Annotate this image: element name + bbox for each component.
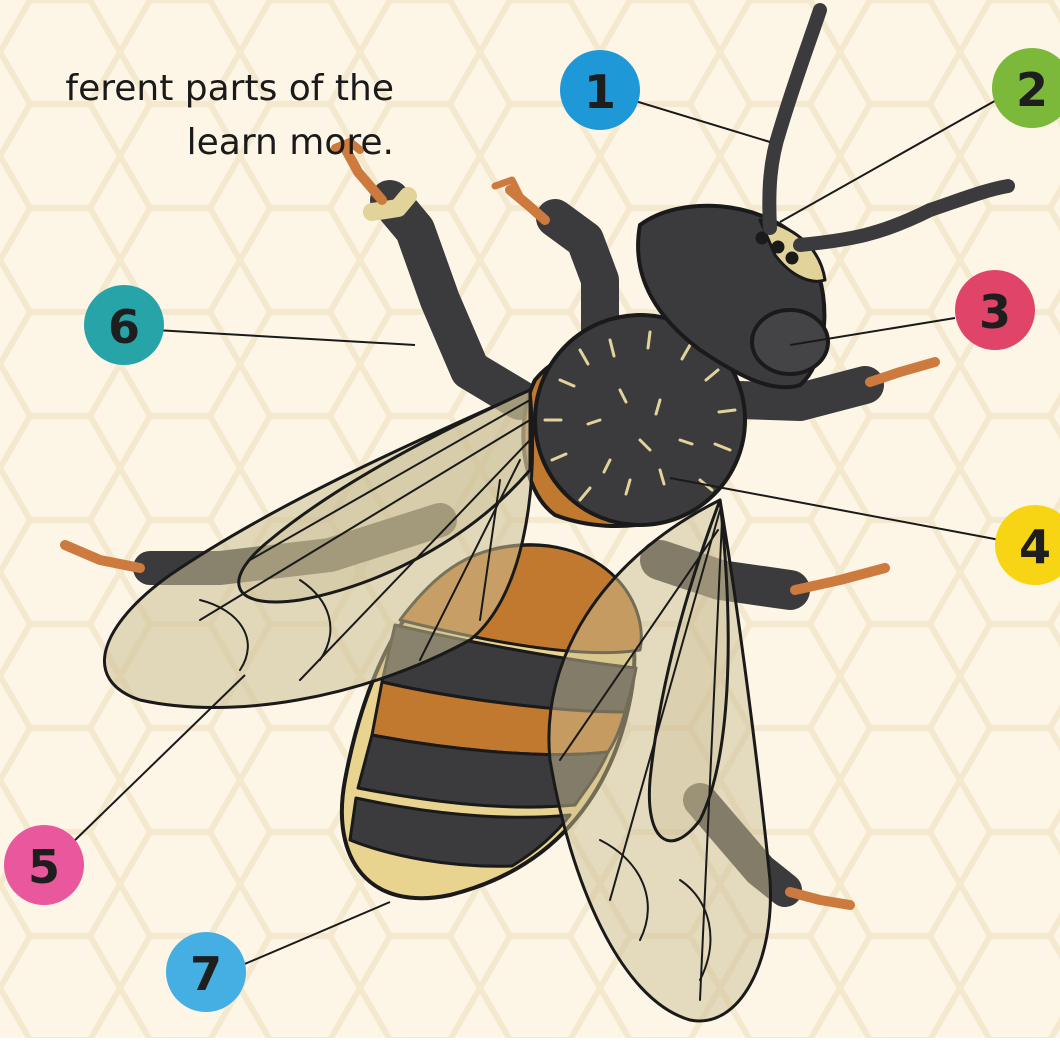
instructions-text: ferent parts of the learn more. <box>0 62 394 170</box>
instructions-line-1: ferent parts of the <box>0 62 394 116</box>
marker-2-label: 2 <box>1016 63 1048 117</box>
marker-6-label: 6 <box>108 300 140 354</box>
marker-1[interactable]: 1 <box>560 50 640 130</box>
marker-5-label: 5 <box>28 840 60 894</box>
marker-6[interactable]: 6 <box>84 285 164 365</box>
marker-7[interactable]: 7 <box>166 932 246 1012</box>
marker-5[interactable]: 5 <box>4 825 84 905</box>
instructions-line-2: learn more. <box>0 116 394 170</box>
marker-4-label: 4 <box>1019 520 1051 574</box>
marker-3[interactable]: 3 <box>955 270 1035 350</box>
marker-3-label: 3 <box>979 285 1011 339</box>
marker-7-label: 7 <box>190 947 222 1001</box>
marker-1-label: 1 <box>584 65 616 119</box>
